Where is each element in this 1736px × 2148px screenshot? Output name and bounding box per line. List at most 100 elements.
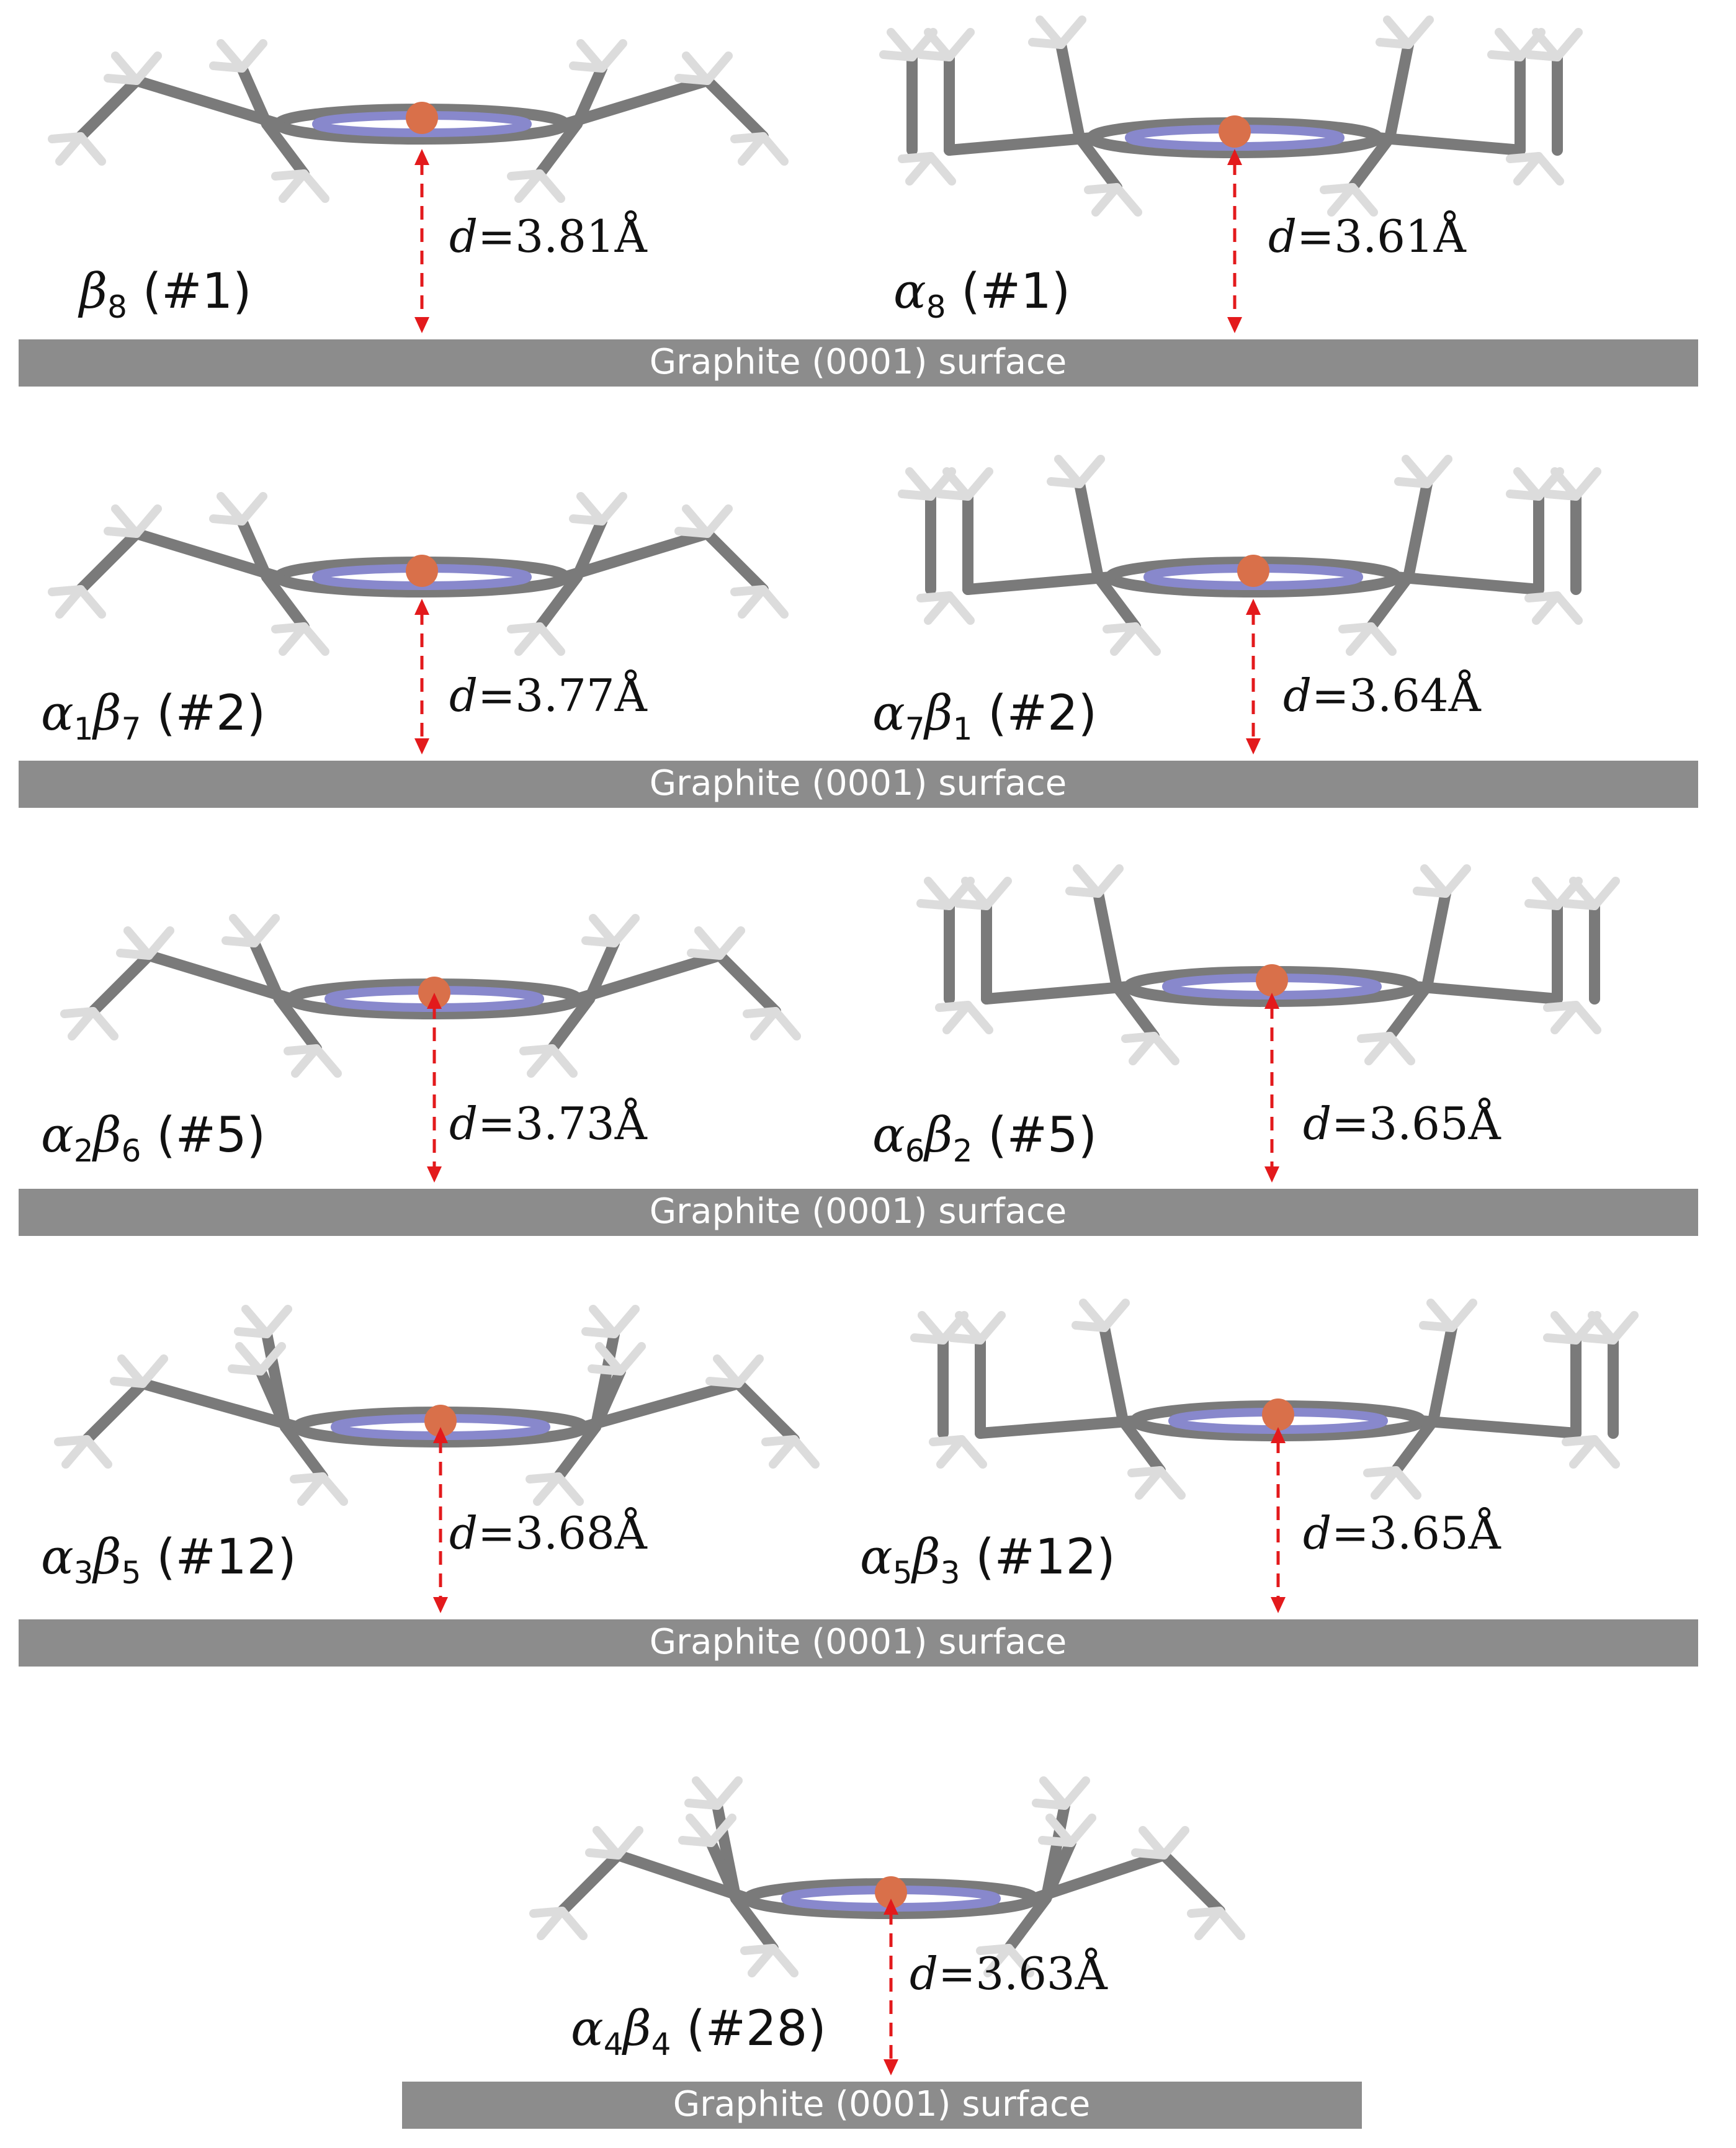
bond (1057, 16, 1086, 49)
molecule-p6 (916, 864, 1620, 1065)
bond (1040, 1837, 1076, 1904)
bond (879, 50, 916, 61)
bond (1187, 1907, 1224, 1918)
bond (137, 1378, 303, 1433)
distance-arrow (433, 1427, 448, 1613)
bond (957, 1435, 987, 1469)
bond (898, 490, 935, 501)
bond (89, 1007, 119, 1040)
bond (1111, 981, 1160, 1042)
bond (1534, 152, 1564, 186)
bond (908, 28, 937, 61)
bond (976, 1944, 1013, 1955)
bond (1093, 888, 1122, 992)
distance-label: d=3.61Å (1268, 210, 1467, 262)
bond (614, 1826, 643, 1859)
bond (534, 119, 583, 179)
bond (1403, 478, 1433, 583)
bond (1413, 887, 1450, 898)
bond (1506, 152, 1543, 163)
distance-arrow (427, 993, 442, 1183)
bond (1103, 622, 1140, 633)
bond (1543, 1001, 1580, 1012)
bond (145, 926, 174, 960)
bond (1131, 622, 1161, 656)
bond (529, 1907, 566, 1918)
bond (597, 492, 627, 526)
surface-label: Graphite (0001) surface (650, 763, 1067, 803)
bond (312, 1044, 342, 1078)
bond (569, 61, 606, 73)
bond (131, 75, 285, 130)
distance-label: d=3.63Å (910, 1947, 1108, 2000)
bond (769, 1944, 799, 1977)
bond (1055, 39, 1085, 143)
bond (1093, 571, 1141, 632)
bond (1160, 1826, 1189, 1859)
bond (947, 1333, 985, 1345)
bond (975, 1415, 1141, 1439)
bond (588, 1364, 625, 1376)
molecule-p2 (879, 16, 1583, 217)
surface-bar-row3: Graphite (0001) surface (19, 1189, 1698, 1236)
bond (209, 61, 246, 73)
bond (1562, 1435, 1599, 1446)
distance-arrow (414, 599, 429, 754)
bond (104, 74, 141, 85)
bond (1421, 888, 1451, 992)
metal-atom (1219, 115, 1251, 148)
bond (131, 528, 285, 583)
bond (87, 950, 154, 1017)
metal-atom (406, 102, 438, 134)
bond (1074, 132, 1122, 193)
bond (976, 1311, 1006, 1345)
bond (916, 591, 954, 602)
conformer-label: α3β5 (#12) (41, 1529, 297, 1591)
bond (1524, 591, 1562, 602)
bond (48, 132, 85, 143)
bond (1572, 1001, 1601, 1034)
bond (104, 527, 141, 538)
bond (1117, 1415, 1166, 1476)
bond (1127, 1466, 1165, 1477)
bond (255, 1366, 291, 1433)
bond (54, 1435, 91, 1446)
bond (1572, 467, 1601, 501)
bond (507, 169, 544, 181)
bond (300, 169, 329, 203)
bond (535, 622, 565, 656)
bond (771, 1007, 801, 1040)
surface-bar-row2: Graphite (0001) surface (19, 761, 1698, 808)
bond (1121, 1032, 1158, 1043)
bond (916, 899, 954, 910)
bond (1357, 1032, 1394, 1043)
bond (759, 585, 789, 619)
bond (262, 1305, 292, 1338)
bond (250, 914, 280, 947)
bond (935, 490, 972, 501)
distance-label: d=3.77Å (449, 669, 648, 722)
bond (318, 1472, 348, 1506)
bond (610, 1305, 640, 1338)
bond (945, 591, 975, 625)
bond (916, 50, 954, 61)
bond (249, 938, 285, 1005)
metal-atom (406, 555, 438, 587)
bond (703, 51, 733, 85)
bond (526, 1472, 563, 1483)
metal-atom (1262, 1398, 1294, 1431)
bond (1423, 455, 1452, 488)
bond (81, 1378, 148, 1445)
surface-label: Graphite (0001) surface (673, 2084, 1091, 2124)
molecule-p5 (60, 914, 801, 1078)
bond (1543, 1333, 1580, 1345)
bond (76, 585, 106, 619)
bond (1590, 877, 1620, 910)
bond (1394, 477, 1431, 488)
surface-bar-row4: Graphite (0001) surface (19, 1619, 1698, 1667)
distance-label: d=3.73Å (449, 1097, 648, 1150)
bond (116, 949, 153, 960)
bond (548, 1044, 578, 1078)
bond (256, 1342, 286, 1376)
distance-label: d=3.64Å (1283, 669, 1482, 722)
